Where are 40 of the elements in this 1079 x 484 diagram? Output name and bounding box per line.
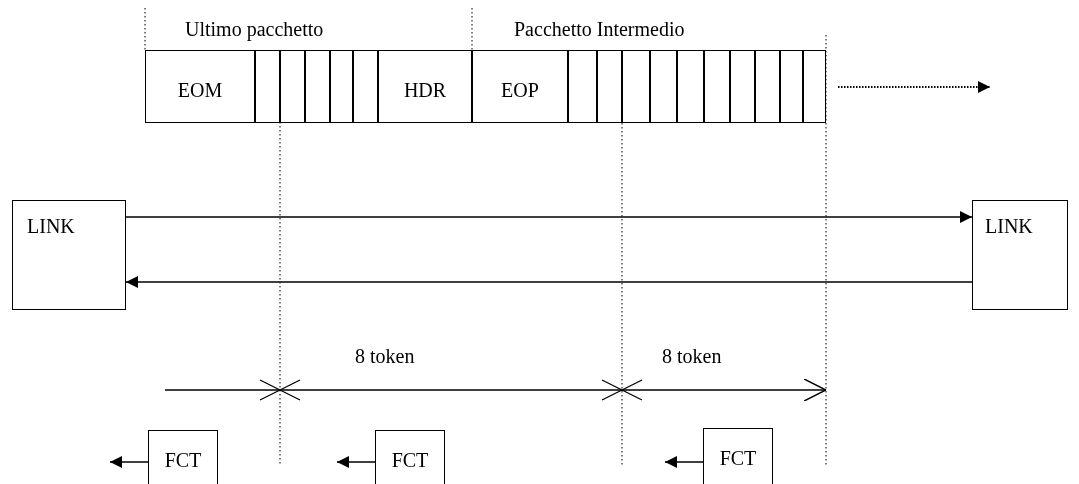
- packet-cell: [280, 50, 305, 123]
- packet-cell: [378, 50, 472, 123]
- packet-cell: [145, 50, 255, 123]
- node-label: LINK: [27, 215, 75, 238]
- arrow: [664, 456, 704, 468]
- dimension-label: 8 token: [355, 345, 415, 368]
- packet-cell: [704, 50, 730, 123]
- arrow: [125, 276, 973, 288]
- dimension-label: 8 token: [662, 345, 722, 368]
- packet-cell: [677, 50, 704, 123]
- node-label: EOM: [177, 79, 223, 102]
- node-label: FCT: [719, 447, 757, 470]
- packet-cell: [622, 50, 650, 123]
- packet-cell: [780, 50, 803, 123]
- packet-cell: [803, 50, 826, 123]
- packet-cell: [597, 50, 622, 123]
- packet-cell: [255, 50, 280, 123]
- packet-cell: [305, 50, 330, 123]
- fct-box: [375, 430, 445, 484]
- arrow: [109, 456, 149, 468]
- node-label: LINK: [985, 215, 1033, 238]
- packet-title: Pacchetto Intermedio: [514, 18, 685, 41]
- node-label: FCT: [391, 449, 429, 472]
- packet-cell: [568, 50, 597, 123]
- packet-cell: [330, 50, 353, 123]
- fct-box: [148, 430, 218, 484]
- fct-box: [703, 428, 773, 484]
- link-box: [972, 200, 1068, 310]
- packet-cell: [353, 50, 378, 123]
- link-box: [12, 200, 126, 310]
- node-label: HDR: [403, 79, 447, 102]
- packet-cell: [730, 50, 755, 123]
- packet-cell: [755, 50, 780, 123]
- arrow: [125, 211, 973, 223]
- node-label: FCT: [164, 449, 202, 472]
- packet-cell: [650, 50, 677, 123]
- packet-title: Ultimo pacchetto: [185, 18, 324, 41]
- packet-cell: [472, 50, 568, 123]
- arrow: [336, 456, 376, 468]
- node-label: EOP: [501, 79, 539, 102]
